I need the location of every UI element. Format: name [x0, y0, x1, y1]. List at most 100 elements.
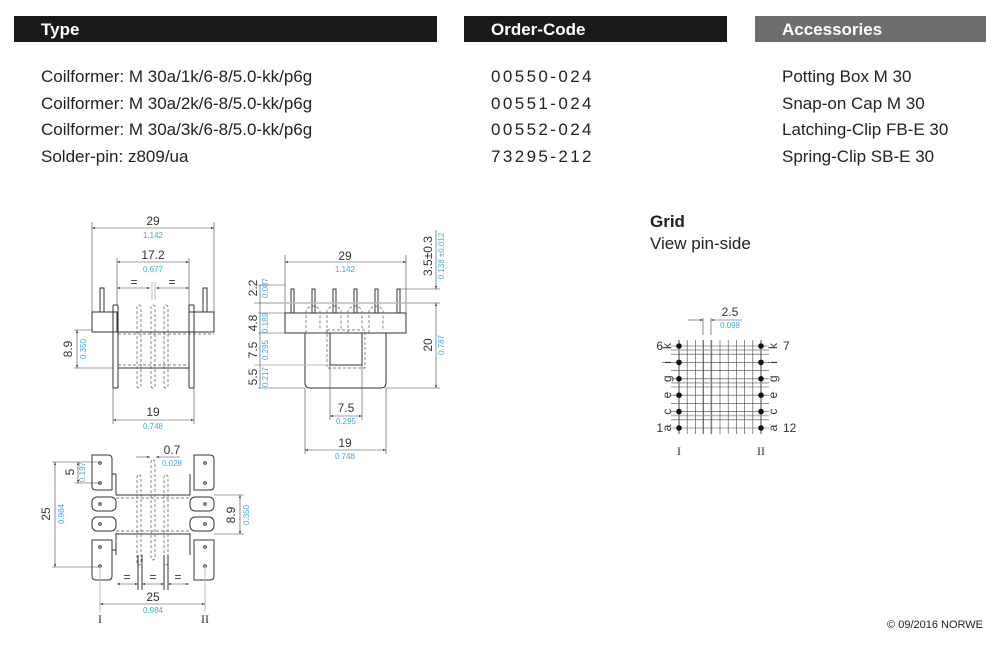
side-pin-length-in: 0.138 ±0.012 [437, 232, 446, 279]
type-list: Coilformer: M 30a/1k/6-8/5.0-kk/p6g Coil… [41, 64, 312, 170]
equal-mark: = [130, 275, 137, 289]
grid-pin-dot [676, 408, 682, 415]
type-label: Solder-pin: [41, 146, 124, 166]
type-label: Coilformer: [41, 93, 125, 113]
order-code: 73295-212 [491, 146, 594, 166]
grid-pin-letter: i [766, 361, 780, 364]
side-h3-in: 0.295 [261, 339, 270, 360]
side-view-drawing: 29 1.142 2.2 0.087 4.8 0.189 7.5 [246, 230, 446, 461]
equal-mark: = [149, 570, 156, 584]
grid-pin-letter: k [766, 342, 780, 349]
grid-subtitle: View pin-side [650, 234, 751, 253]
accessory-item: Spring-Clip SB-E 30 [782, 146, 935, 166]
type-value: M 30a/2k/6-8/5.0-kk/p6g [128, 93, 313, 113]
side-window-width-mm: 7.5 [338, 401, 355, 415]
grid-title: Grid [650, 212, 685, 231]
accessories-header: Accessories [755, 16, 986, 42]
front-view-drawing: 29 1.142 17.2 0.677 = = [61, 214, 215, 431]
side-total-height-in: 0.787 [437, 334, 446, 355]
type-value: z809/ua [127, 146, 189, 166]
type-row: Coilformer: M 30a/3k/6-8/5.0-kk/p6g [41, 117, 312, 144]
type-value: M 30a/1k/6-8/5.0-kk/p6g [128, 67, 313, 86]
side-body-width-in: 0.748 [335, 452, 356, 461]
side-pin-length-mm: 3.5±0.3 [421, 236, 435, 276]
grid-pin-dot [758, 425, 764, 431]
grid-pin-dot [676, 376, 682, 382]
side-width-mm: 29 [338, 249, 352, 263]
bottom-overall-length-in: 0.984 [57, 503, 66, 524]
grid-pin-letter: a [766, 424, 780, 431]
front-flange-width-mm: 19 [146, 405, 160, 419]
grid-pin-letter: g [660, 375, 674, 382]
grid-pin-letter: e [766, 392, 780, 399]
grid-pin-number: 7 [783, 339, 790, 353]
order-code-header: Order-Code [464, 16, 727, 42]
type-row: Coilformer: M 30a/2k/6-8/5.0-kk/p6g [41, 91, 312, 118]
front-flange-width-in: 0.748 [143, 422, 164, 431]
front-width-mm: 29 [146, 214, 160, 228]
front-inner-width-mm: 17.2 [141, 248, 165, 262]
equal-mark: = [174, 570, 181, 584]
grid-row-label-left: I [677, 444, 681, 458]
accessories-list: Potting Box M 30 Snap-on Cap M 30 Latchi… [782, 64, 948, 170]
bottom-core-height-in: 0.350 [242, 504, 251, 525]
bottom-slot-width-mm: 0.7 [164, 443, 181, 457]
grid-pin-dot [758, 376, 764, 382]
bottom-slot-width-in: 0.028 [162, 459, 183, 468]
side-h3-mm: 7.5 [246, 341, 260, 358]
grid-pin-dot [676, 359, 682, 366]
side-h2-in: 0.189 [261, 312, 270, 333]
grid-pin-letter: c [766, 409, 780, 415]
bottom-overall-length-mm: 25 [39, 507, 53, 521]
grid-pin-dot [758, 392, 764, 399]
copyright-notice: © 09/2016 NORWE [887, 619, 983, 631]
row-label-right: II [201, 612, 209, 626]
front-width-in: 1.142 [143, 231, 164, 240]
order-code: 00550-024 [491, 67, 594, 86]
grid-pin-number: 1 [656, 421, 663, 435]
front-height-mm: 8.9 [61, 340, 75, 357]
side-total-height-mm: 20 [421, 338, 435, 352]
accessory-item: Snap-on Cap M 30 [782, 93, 925, 113]
grid-pin-letter: g [766, 375, 780, 382]
grid-pitch-mm: 2.5 [722, 305, 739, 319]
bottom-pin-spacing-in: 0.197 [78, 461, 87, 482]
accessory-item: Potting Box M 30 [782, 67, 912, 86]
type-row: Solder-pin: z809/ua [41, 144, 312, 171]
grid-pin-letter: i [660, 361, 674, 364]
side-h4-mm: 5.5 [246, 368, 260, 385]
bottom-core-height-mm: 8.9 [224, 506, 238, 523]
side-h1-mm: 2.2 [246, 279, 260, 296]
side-h1-in: 0.087 [261, 277, 270, 298]
grid-row-label-right: II [757, 444, 765, 458]
grid-pin-dot [676, 392, 682, 399]
type-value: M 30a/3k/6-8/5.0-kk/p6g [128, 120, 313, 139]
bottom-row-spacing-mm: 25 [146, 590, 160, 604]
row-label-left: I [98, 612, 102, 626]
bottom-view-drawing: 0.7 0.028 25 0.984 5 0.197 8.9 0.350 = =… [39, 443, 251, 626]
type-label: Coilformer: [41, 67, 125, 86]
grid-pin-number: 6 [656, 339, 663, 353]
side-body-width-mm: 19 [338, 436, 352, 450]
order-code: 00551-024 [491, 93, 594, 113]
grid-pin-letter: k [660, 342, 674, 349]
type-label: Coilformer: [41, 120, 125, 139]
type-row: Coilformer: M 30a/1k/6-8/5.0-kk/p6g [41, 64, 312, 91]
grid-pin-letter: c [660, 409, 674, 415]
equal-mark: = [168, 275, 175, 289]
grid-pin-dot [758, 343, 764, 349]
grid-pitch-in: 0.098 [720, 321, 741, 330]
grid-pin-dot [758, 408, 764, 415]
grid-pin-letter: e [660, 392, 674, 399]
side-window-width-in: 0.295 [336, 417, 357, 426]
side-width-in: 1.142 [335, 265, 356, 274]
grid-pin-dot [676, 425, 682, 431]
grid-pin-letter: a [660, 424, 674, 431]
bottom-row-spacing-in: 0.984 [143, 606, 164, 615]
accessory-item: Latching-Clip FB-E 30 [782, 120, 949, 139]
grid-pin-dot [676, 343, 682, 349]
grid-pin-number: 12 [783, 421, 797, 435]
equal-mark: = [123, 570, 130, 584]
